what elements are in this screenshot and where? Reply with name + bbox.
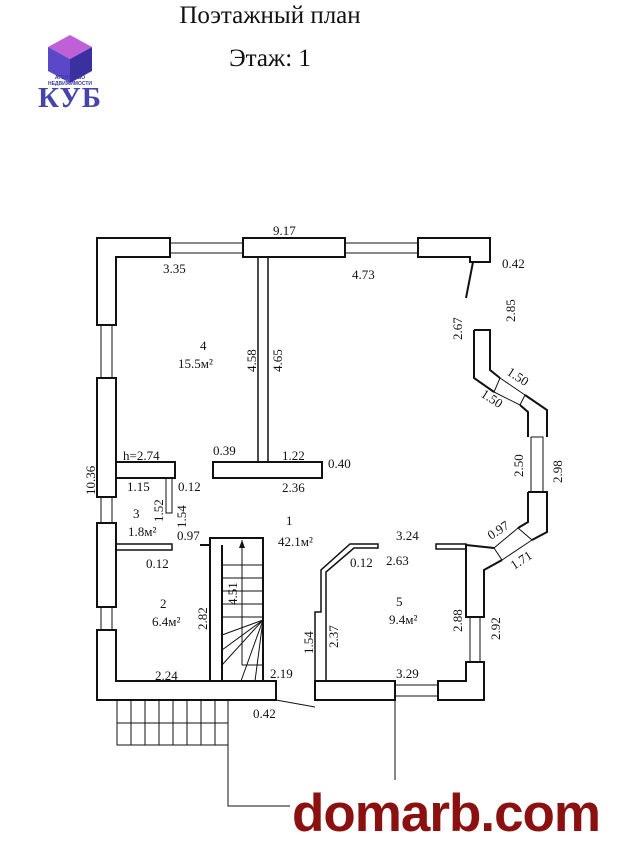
logo-line1: АГЕНТСТВО <box>54 75 86 81</box>
dim: 0.40 <box>328 456 351 471</box>
dim: 3.29 <box>396 666 419 681</box>
partition <box>257 256 269 463</box>
wall <box>115 461 176 479</box>
room-1-number: 1 <box>286 513 293 528</box>
door-leaf <box>465 261 474 299</box>
dim: 1.22 <box>282 448 305 463</box>
logo-name: КУБ <box>38 82 102 114</box>
room-5-area: 9.4м² <box>389 612 417 627</box>
dim: 10.36 <box>83 465 98 495</box>
watermark: domarb.com <box>292 784 601 843</box>
room-2-area: 6.4м² <box>152 614 180 629</box>
window <box>100 324 113 379</box>
dim: 2.36 <box>282 480 305 495</box>
cube-logo-icon <box>48 35 92 83</box>
partition <box>435 543 467 550</box>
window <box>469 616 481 663</box>
wall <box>524 394 548 437</box>
dim: 0.97 <box>484 517 512 542</box>
dim: 2.37 <box>326 625 341 648</box>
wall <box>96 377 117 498</box>
room-4-number: 4 <box>200 338 207 353</box>
dim: 4.58 <box>244 349 259 372</box>
dim: 0.42 <box>253 706 276 721</box>
dim: 2.85 <box>503 299 518 322</box>
dim: 3.24 <box>396 528 419 543</box>
dim: 1.52 <box>151 499 166 522</box>
wall <box>517 492 529 529</box>
dim: 1.15 <box>127 479 150 494</box>
dim: 2.63 <box>386 553 409 568</box>
window <box>100 496 113 524</box>
wall <box>528 491 548 541</box>
dim: 0.39 <box>213 443 236 458</box>
dim: 2.19 <box>270 666 293 681</box>
wall <box>96 237 171 326</box>
dim: 2.82 <box>195 607 210 630</box>
dim: 0.42 <box>502 256 525 271</box>
room-2-number: 2 <box>160 596 167 611</box>
dim: 1.54 <box>174 505 189 528</box>
dim: 2.67 <box>450 317 465 340</box>
window <box>100 606 113 631</box>
dim: 1.50 <box>478 386 505 411</box>
dim: 0.12 <box>146 556 169 571</box>
window <box>169 242 244 254</box>
wall <box>314 680 396 701</box>
wall <box>519 404 529 437</box>
wall <box>437 661 485 701</box>
wall <box>465 543 503 618</box>
stair <box>200 537 264 681</box>
window <box>530 436 544 493</box>
dim: h=2.74 <box>123 448 160 463</box>
dim: 2.88 <box>450 609 465 632</box>
dim: 4.73 <box>352 267 375 282</box>
window <box>394 684 439 697</box>
dim: 2.92 <box>488 617 503 640</box>
partition <box>165 477 173 514</box>
dim: 1.54 <box>301 631 316 654</box>
dim: 9.17 <box>273 223 296 238</box>
dim: 1.71 <box>507 548 534 573</box>
wall <box>474 329 501 379</box>
floor-label: Этаж: 1 <box>229 45 311 72</box>
window <box>344 242 419 254</box>
wall <box>473 330 495 393</box>
room-3-area: 1.8м² <box>128 524 156 539</box>
wall <box>242 237 346 258</box>
dim: 0.12 <box>350 555 373 570</box>
dim: 4.51 <box>225 582 240 605</box>
dim: 0.97 <box>177 528 200 543</box>
wall <box>212 461 323 479</box>
wall <box>417 237 491 263</box>
dim: 3.35 <box>163 261 186 276</box>
room-4-area: 15.5м² <box>178 356 213 371</box>
plan-title: Поэтажный план <box>179 2 361 29</box>
dim: 2.50 <box>511 454 526 477</box>
room-5-number: 5 <box>396 594 403 609</box>
dim: 1.50 <box>504 364 531 389</box>
room-1-area: 42.1м² <box>278 534 313 549</box>
partition <box>314 543 379 681</box>
dim: 2.98 <box>550 460 565 483</box>
dim: 0.12 <box>178 479 201 494</box>
wall <box>96 629 277 701</box>
room-3-number: 3 <box>133 506 140 521</box>
wall <box>96 522 117 608</box>
logo-line2: НЕДВИЖИМОСТИ <box>47 81 92 87</box>
dim: 2.24 <box>155 668 178 683</box>
partition <box>115 543 173 551</box>
dim: 4.65 <box>270 349 285 372</box>
